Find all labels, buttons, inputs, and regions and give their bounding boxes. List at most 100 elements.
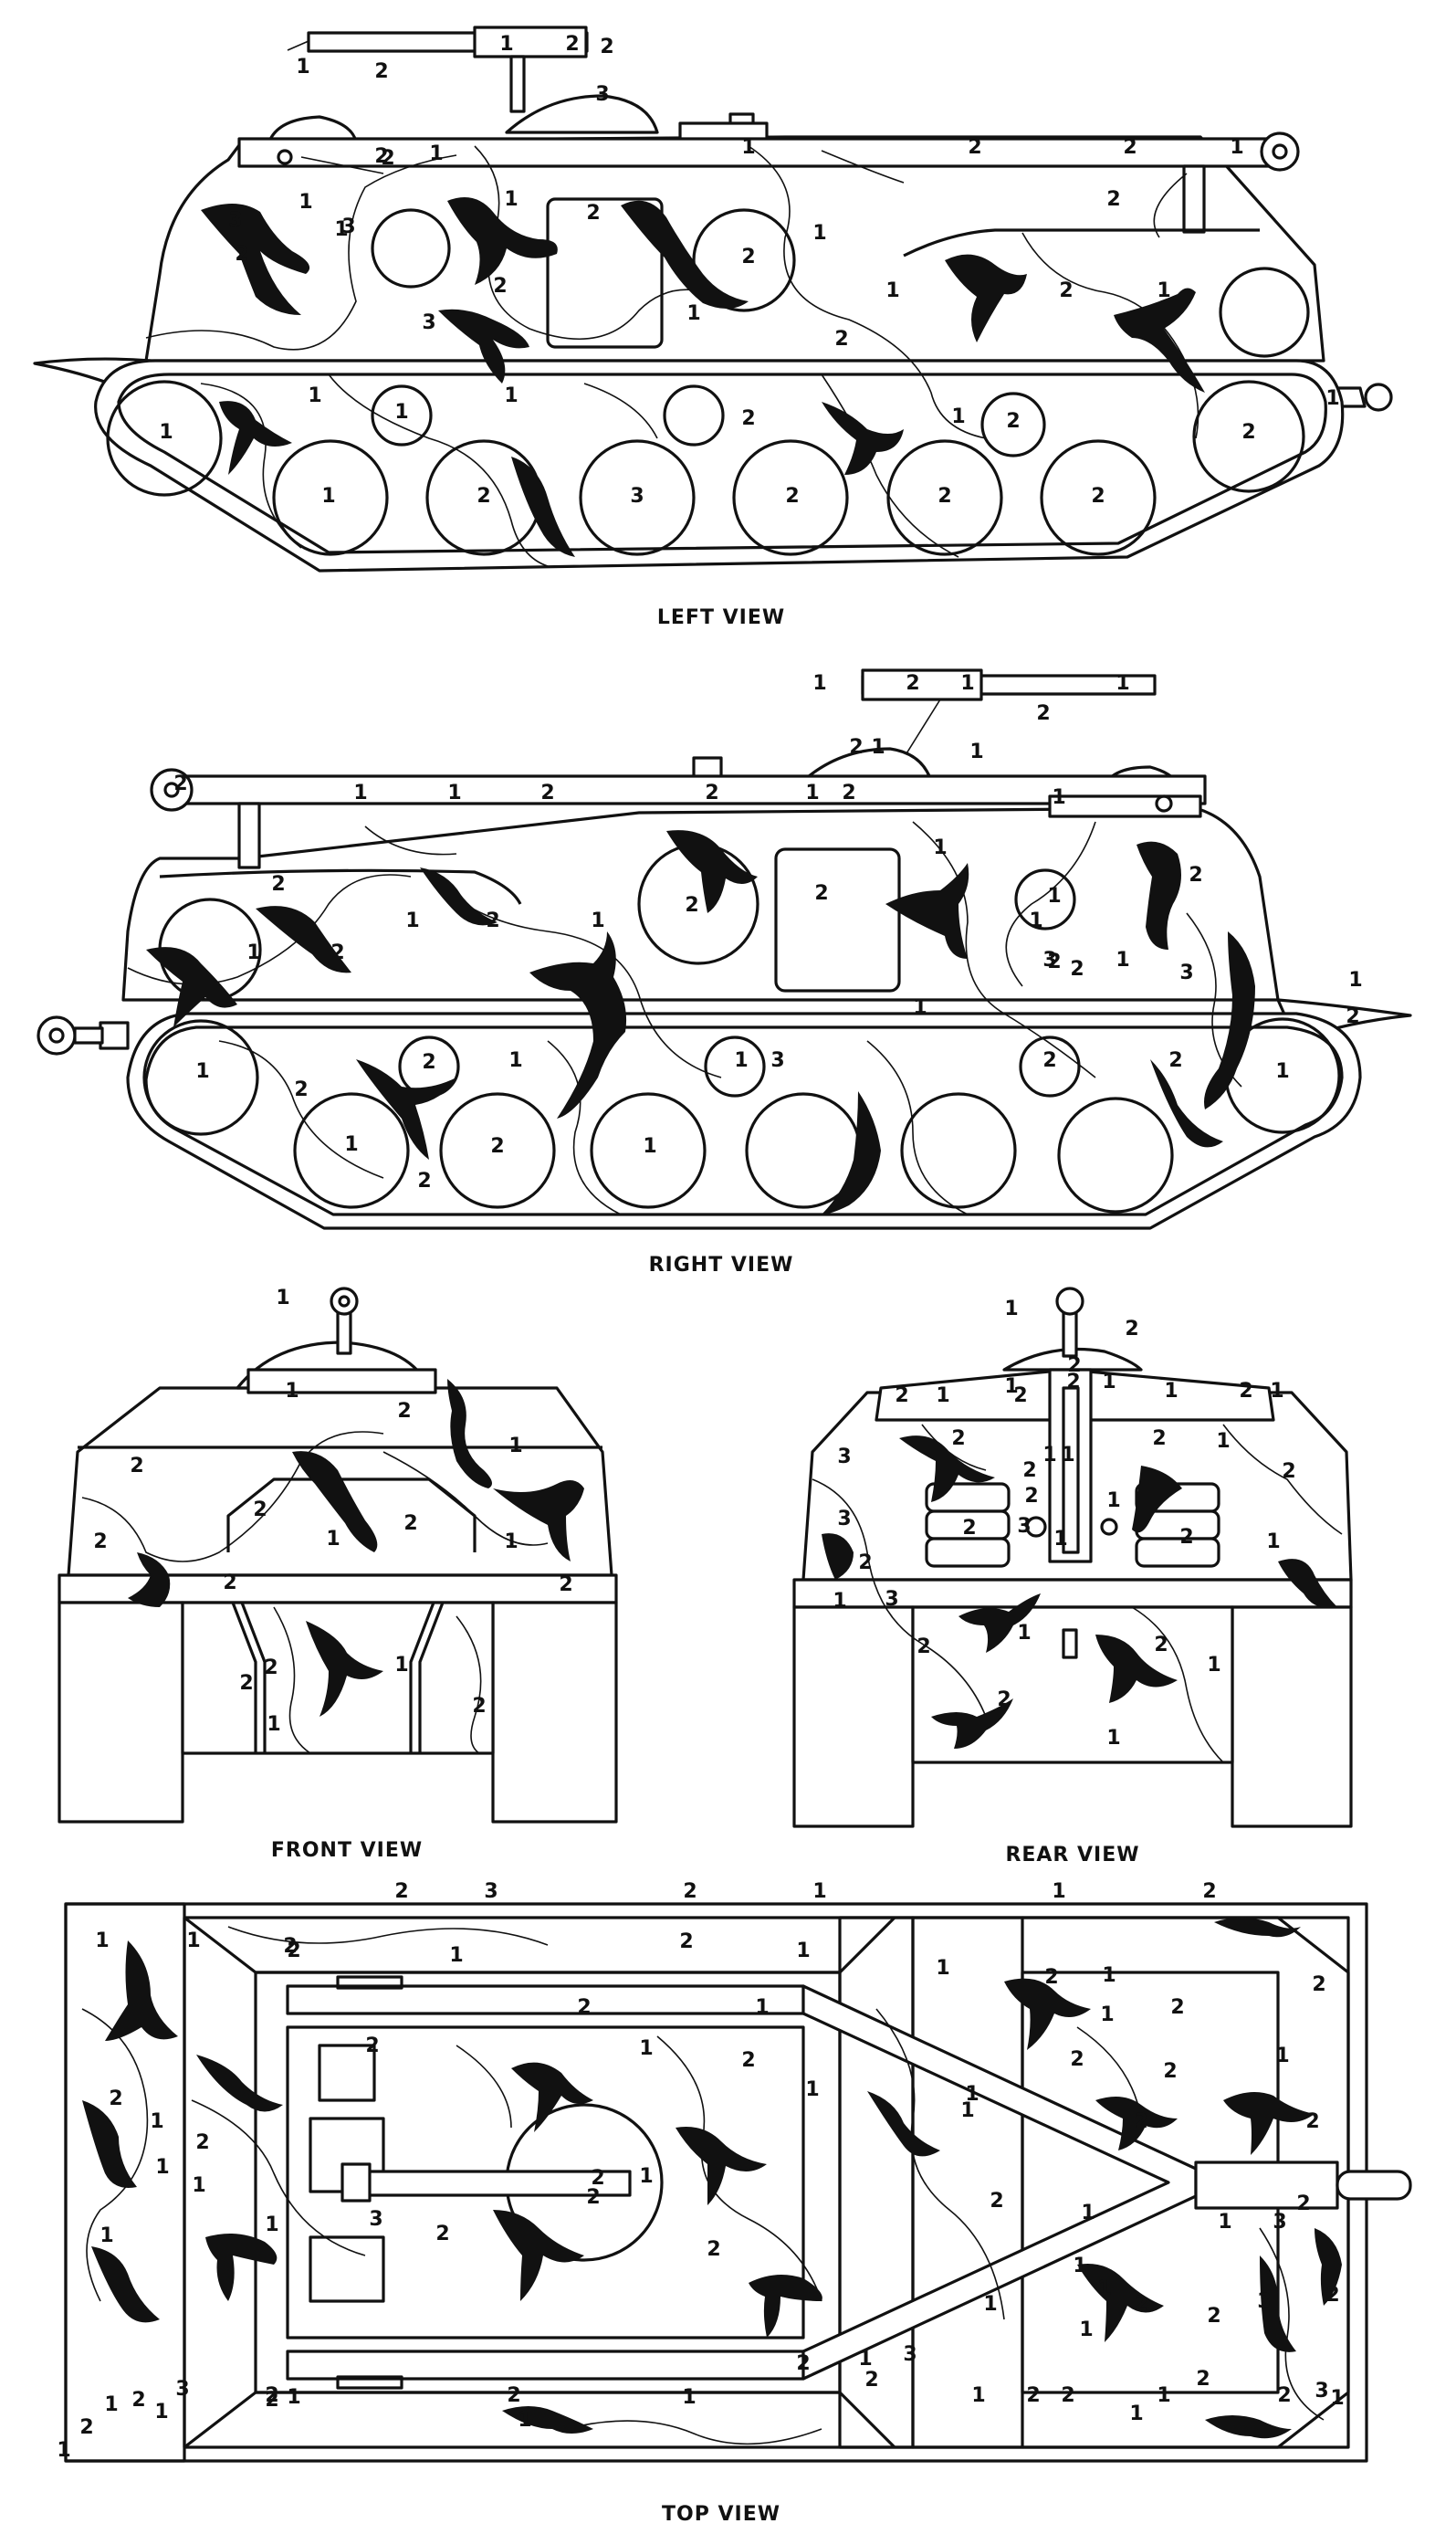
front-view-color-label: 2	[397, 1400, 411, 1423]
right-view-color-label: 3	[1042, 949, 1056, 972]
front-view-color-label: 2	[253, 1498, 267, 1521]
left-view-pattern-lines	[145, 145, 1199, 567]
rear-view-color-label: 1	[1042, 1444, 1056, 1467]
right-view-color-label: 1	[1116, 949, 1129, 972]
top-view-color-label: 1	[1129, 2403, 1143, 2425]
right-view-color-label: 1	[734, 1049, 748, 1072]
rear-view-color-label: 1	[1053, 1528, 1067, 1551]
right-view-color-label: 2	[422, 1051, 435, 1074]
right-view-color-label: 2	[1036, 702, 1050, 725]
rear-view-color-label: 1	[936, 1384, 949, 1407]
front-view-color-label: 1	[276, 1287, 289, 1309]
left-view-color-label: 2	[785, 485, 799, 508]
right-view-color-label: 1	[871, 736, 885, 759]
right-view-hull	[121, 806, 1280, 1002]
left-view-black-blotches	[201, 197, 1205, 557]
right-view-color-label: 1	[1047, 885, 1061, 908]
top-view-color-label: 1	[812, 1880, 826, 1903]
top-view-color-label: 3	[1315, 2380, 1328, 2403]
rear-view-color-label: 1	[1270, 1380, 1283, 1403]
right-view-color-label: 3	[770, 1049, 784, 1072]
top-view-color-label: 3	[175, 2378, 189, 2401]
right-view-color-label: 1	[643, 1135, 656, 1158]
left-view-color-label: 2	[586, 202, 600, 225]
left-view-color-label: 1	[504, 384, 518, 407]
left-view-color-label: 2	[1059, 279, 1073, 302]
right-view-color-label: 2	[173, 773, 187, 795]
rear-view-color-label: 2	[1022, 1459, 1036, 1482]
top-view-color-label: 2	[265, 2384, 278, 2407]
top-view-color-label: 1	[682, 2386, 696, 2409]
front-view-color-label: 1	[326, 1528, 340, 1551]
left-view-color-label: 1	[499, 33, 513, 56]
top-view-color-label: 2	[864, 2369, 878, 2392]
rear-view-color-label: 2	[1282, 1460, 1295, 1483]
top-view-color-label: 2	[131, 2389, 145, 2412]
right-view-color-label: 1	[591, 910, 604, 932]
right-view-color-label: 1	[805, 782, 819, 804]
rear-view-color-label: 2	[1067, 1354, 1081, 1377]
right-view-hatch	[774, 847, 901, 993]
right-view-color-label: 2	[685, 894, 698, 917]
right-view-color-label: 1	[353, 782, 367, 804]
rear-view-color-label: 2	[1066, 1371, 1080, 1393]
right-view-color-label: 2	[705, 782, 718, 804]
front-view-color-label: 2	[130, 1455, 143, 1477]
left-view-color-label: 3	[228, 209, 242, 232]
top-view-color-label: 1	[1073, 2255, 1086, 2277]
top-view-color-label: 2	[586, 2186, 600, 2209]
top-view-color-label: 1	[1097, 2277, 1111, 2300]
top-view-color-label: 2	[707, 2238, 720, 2261]
right-view-color-label: 1	[1029, 910, 1042, 932]
left-view-caption: LEFT VIEW	[657, 606, 785, 629]
right-view-color-label: 1	[447, 782, 461, 804]
right-view-road-wheels	[142, 1017, 1341, 1214]
right-view-color-label: 1	[508, 1049, 522, 1072]
right-view-drawing	[37, 668, 1412, 1230]
top-view-pattern-lines	[81, 1926, 1325, 2445]
top-view-color-label: 3	[1257, 2290, 1271, 2313]
rear-view-color-label: 1	[1106, 1489, 1120, 1512]
rear-view-color-label: 1	[1017, 1622, 1031, 1645]
top-view-color-label: 1	[1052, 1880, 1065, 1903]
left-view-color-label: 2	[381, 147, 394, 170]
top-view-color-label: 2	[109, 2087, 122, 2110]
right-view-track	[126, 1012, 1362, 1230]
top-view-color-label: 2	[1312, 1973, 1325, 1996]
front-view-pattern-lines	[81, 1431, 549, 1754]
rear-view-color-label: 1	[1004, 1298, 1018, 1320]
right-view-black-blotches	[146, 830, 1255, 1214]
top-view-color-label: 1	[1081, 2202, 1095, 2224]
right-view-color-label: 2	[1047, 951, 1061, 973]
front-view-color-label: 1	[267, 1713, 280, 1736]
left-view-color-label: 1	[741, 136, 755, 159]
front-view-color-label: 1	[508, 1435, 522, 1457]
left-view-color-label: 2	[235, 243, 248, 266]
rear-view-color-label: 1	[1164, 1380, 1178, 1403]
left-view-color-label: 2	[1106, 188, 1120, 211]
top-view-color-label: 1	[100, 2224, 113, 2247]
front-view-color-label: 2	[472, 1695, 486, 1718]
top-view-color-label: 1	[1102, 1964, 1116, 1987]
front-view-color-label: 2	[223, 1572, 236, 1594]
right-view-color-label: 1	[1052, 786, 1065, 809]
top-view-color-label: 1	[755, 1996, 769, 2019]
rear-view-caption: REAR VIEW	[1005, 1844, 1139, 1866]
top-view-color-label: 1	[57, 2439, 70, 2462]
left-view-color-label: 1	[1157, 279, 1170, 302]
front-view-color-label: 1	[394, 1654, 408, 1677]
rear-view-color-label: 2	[1013, 1384, 1027, 1407]
top-view-color-label: 1	[965, 2083, 979, 2106]
top-view-drawing	[64, 1902, 1412, 2463]
top-view-color-label: 2	[1296, 2192, 1310, 2215]
right-view-color-label: 2	[849, 736, 863, 759]
left-view-color-label: 3	[422, 311, 435, 334]
rear-view-bumper	[792, 1578, 1353, 1609]
top-view-color-label: 2	[683, 1880, 697, 1903]
left-view-road-wheels	[106, 380, 1305, 556]
rear-view-color-label: 2	[1125, 1318, 1138, 1341]
top-view-color-label: 2	[1170, 1996, 1184, 2019]
right-view-boom	[150, 768, 1207, 869]
right-view-color-label: 1	[933, 836, 947, 859]
